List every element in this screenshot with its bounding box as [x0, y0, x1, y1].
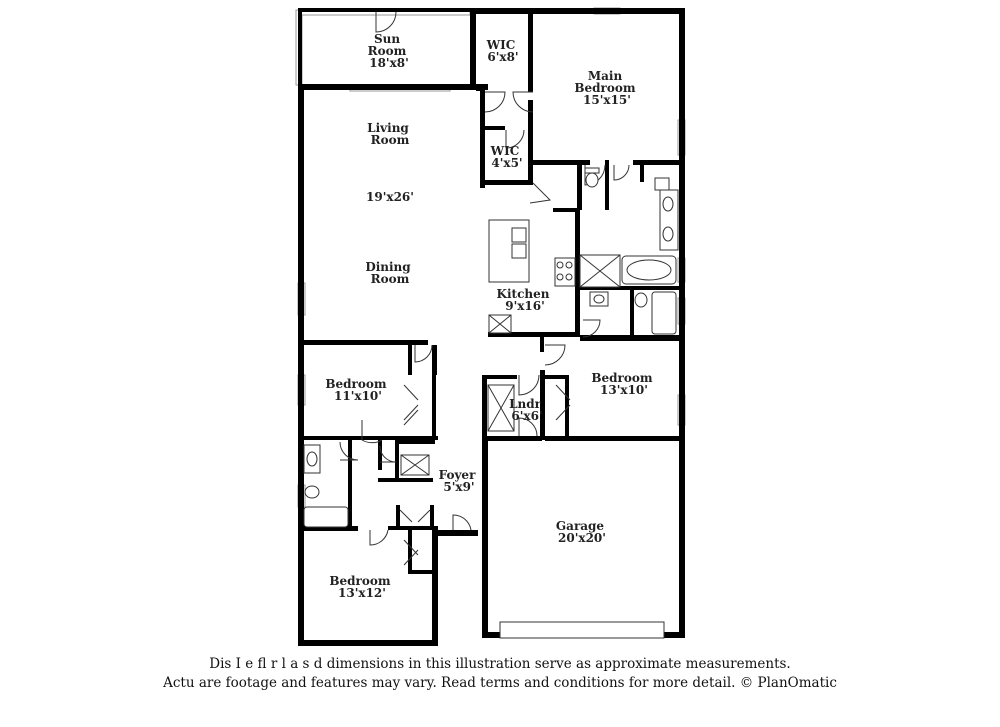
living-room-label: Living Room — [367, 119, 413, 147]
bedroom-1-label: Bedroom 11'x10' — [325, 375, 390, 403]
foyer-label: Foyer 5'x9' — [439, 466, 480, 494]
interior-walls — [298, 8, 685, 574]
room-labels: Sun Room 18'x8' WIC 6'x8' Main Bedroom 1… — [325, 30, 656, 600]
bedroom-3-label: Bedroom 13'x12' — [329, 572, 394, 600]
wic-2-label: WIC 4'x5' — [490, 142, 524, 170]
main-bedroom-label: Main Bedroom 15'x15' — [574, 67, 639, 107]
bedroom-2-label: Bedroom 13'x10' — [591, 369, 656, 397]
fixtures — [303, 167, 679, 639]
door-swings — [339, 11, 630, 566]
living-dining-dims-label: 19'x26' — [366, 190, 414, 204]
wic-1-label: WIC 6'x8' — [486, 36, 520, 64]
disclaimer-line-2: Actu are footage and features may vary. … — [163, 675, 837, 691]
dining-room-label: Dining Room — [365, 258, 414, 286]
sun-room-label: Sun Room 18'x8' — [368, 30, 411, 70]
laundry-label: Lndr 6'x6' — [509, 395, 545, 423]
kitchen-label: Kitchen 9'x16' — [497, 285, 554, 313]
garage-label: Garage 20'x20' — [556, 517, 608, 545]
disclaimer-line-1: Dis I e fl r l a s d dimensions in this … — [209, 656, 791, 672]
disclaimer: Dis I e fl r l a s d dimensions in this … — [0, 655, 1000, 693]
